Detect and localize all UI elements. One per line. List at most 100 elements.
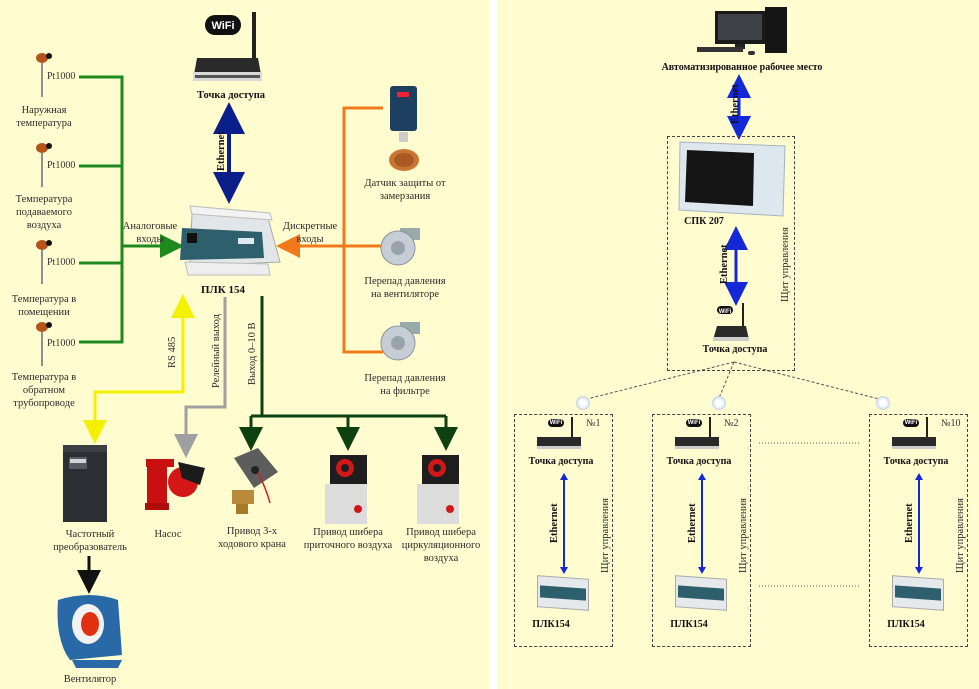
temperature-probes [36,53,52,366]
cabinet-number: №2 [724,418,739,429]
remote-control-cabinet: WiFi №1 Точка доступа Ethernet Щит управ… [514,414,613,647]
sensor-label-room: Температура в помещении [11,294,77,318]
sensor-label-supply-air: Температура подаваемого воздуха [15,194,73,231]
ethernet-link [563,477,565,569]
ethernet-label: Ethernet [904,503,915,543]
central-cabinet-label: Щит управления [780,227,791,302]
supply-damper-label: Привод шибера приточного воздуха [303,527,393,551]
remote-control-cabinet: WiFi №10 Точка доступа Ethernet Щит упра… [869,414,968,647]
relay-line [174,297,227,458]
sensor-label-outdoor: Наружная температура [16,105,72,129]
rs485-line [83,294,195,444]
cabinet-number: №1 [586,418,601,429]
cabinet-number: №10 [941,418,961,429]
analog-output-lines [239,296,458,451]
router-antenna [571,417,573,439]
rs485-label: RS 485 [167,336,178,368]
filter-pressure-label: Перепад давления на фильтре [364,373,446,397]
plc154-device [675,575,727,611]
wifi-access-point: WiFi [193,12,262,81]
ethernet-label: Ethernet [549,503,560,543]
central-access-point: WiFi [713,303,749,341]
workstation-ethernet-label: Ethernet [730,84,741,124]
plc154-device [537,575,589,611]
pressure-switch-fan [380,228,420,266]
ethernet-arrow-up-icon [698,473,706,480]
pressure-switch-filter [380,322,420,361]
sensor-label-return-pipe: Температура в обратном трубопроводе [11,372,77,409]
svg-text:WiFi: WiFi [719,309,732,315]
router-body [675,437,719,449]
plc-154-device [180,205,281,276]
central-control-cabinet [667,136,795,371]
sensor-type-2: Pt1000 [47,160,76,171]
fan-pressure-label: Перепад давления на вентиляторе [364,276,446,300]
valve-actuator-label: Привод 3-х ходового крана [218,526,286,550]
fan-label: Вентилятор [63,674,117,685]
plc-label: ПЛК154 [532,619,570,630]
svg-text:WiFi: WiFi [211,20,234,32]
right-scheme-panel: WiFi WiFi №1 Точка доступа Ethernet [497,0,979,689]
frequency-converter-label: Частотный преобразователь [53,529,127,553]
analog-inputs-label: Аналоговые входы [122,221,178,245]
three-way-valve-actuator [232,448,278,514]
sensor-type-1: Pt1000 [47,71,76,82]
cabinet-label: Щит управления [600,498,611,573]
right-network: WiFi [582,7,884,587]
ethernet-arrow-up-icon [560,473,568,480]
discrete-input-lines [276,106,383,354]
ethernet-arrow-down-icon [698,567,706,574]
wireless-signal-icon [712,396,726,410]
router-body [537,437,581,449]
ethernet-link [918,477,920,569]
frequency-converter [63,445,107,522]
circulation-pump [145,459,205,510]
left-wiring: WiFi [36,12,459,668]
plc154-device [892,575,944,611]
wireless-signal-icon [876,396,890,410]
analog-output-label: Выход 0–10 В [247,322,258,385]
hmi-ethernet-label: Ethernet [719,244,730,284]
continuation-dots [759,442,859,587]
wireless-links [582,361,884,401]
access-point-label: Точка доступа [528,456,594,467]
plc-label: ПЛК154 [887,619,925,630]
centrifugal-fan [57,595,122,668]
cabinet-label: Щит управления [738,498,749,573]
discrete-inputs-label: Дискретные входы [282,221,338,245]
freeze-sensor-label: Датчик защиты от замерзания [364,178,446,202]
plc-label: ПЛК154 [670,619,708,630]
wireless-signal-icon [576,396,590,410]
hmi-spk207 [678,141,786,217]
workstation-computer [697,7,787,55]
wifi-badge-icon: WiFi [686,419,702,427]
left-scheme-panel: WiFi [0,0,489,689]
ethernet-arrow-down-icon [915,567,923,574]
sensor-type-4: Pt1000 [47,338,76,349]
analog-input-lines [79,75,184,344]
sensor-type-3: Pt1000 [47,257,76,268]
central-access-point-label: Точка доступа [702,344,768,355]
plc-label: ПЛК 154 [201,284,245,296]
recirculation-damper-actuator [417,455,459,524]
ethernet-link [701,477,703,569]
ethernet-arrow-down-icon [560,567,568,574]
router-body [892,437,936,449]
recirculation-damper-label: Привод шибера циркуляционного воздуха [401,527,481,564]
wifi-badge-icon: WiFi [903,419,919,427]
access-point-label: Точка доступа [197,90,265,101]
ethernet-label: Ethernet [216,131,227,171]
access-point-label: Точка доступа [666,456,732,467]
cabinet-label: Щит управления [955,498,966,573]
access-point-label: Точка доступа [883,456,949,467]
supply-damper-actuator [325,455,367,524]
relay-output-label: Релейный выход [211,314,222,388]
pump-label: Насос [154,529,182,540]
remote-control-cabinet: WiFi №2 Точка доступа Ethernet Щит управ… [652,414,751,647]
ethernet-label: Ethernet [687,503,698,543]
router-antenna [709,417,711,439]
ethernet-arrow-up-icon [915,473,923,480]
wifi-badge-icon: WiFi [548,419,564,427]
hmi-label: СПК 207 [684,216,724,227]
router-antenna [926,417,928,439]
